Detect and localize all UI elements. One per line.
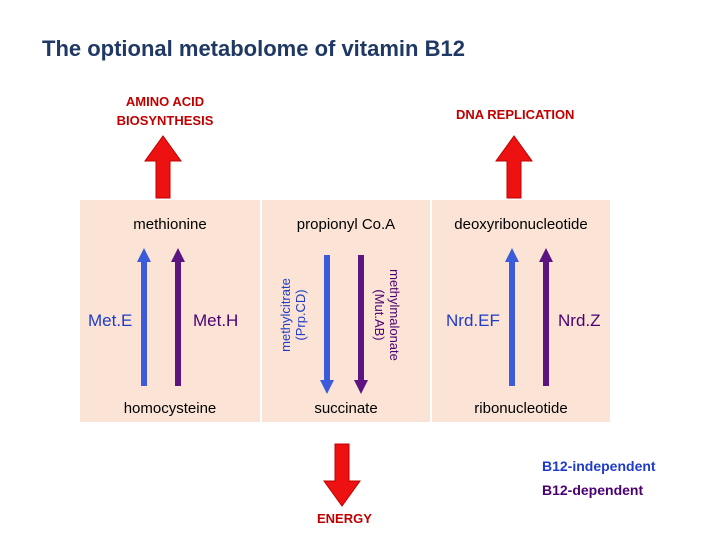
- methylmalonate-arrow: [354, 255, 368, 394]
- methylcitrate-line1: methylcitrate: [278, 278, 293, 352]
- legend-b12-independent: B12-independent: [542, 458, 656, 474]
- homocysteine-label: homocysteine: [123, 400, 217, 417]
- amino-acid-biosynthesis-label: AMINO ACID BIOSYNTHESIS: [100, 92, 230, 130]
- energy-label: ENERGY: [317, 511, 372, 526]
- ribonucleotide-label: ribonucleotide: [474, 400, 568, 417]
- nrd-z-arrow: [539, 248, 553, 386]
- methionine-label: methionine: [133, 216, 207, 233]
- met-h-arrow: [171, 248, 185, 386]
- methylcitrate-line2: (Prp.CD): [293, 289, 308, 341]
- met-e-label: Met.E: [88, 311, 133, 330]
- methionine-panel: [80, 200, 260, 422]
- propionyl-panel: [262, 200, 430, 422]
- met-e-arrow: [137, 248, 151, 386]
- methylcitrate-arrow: [320, 255, 334, 394]
- nrd-ef-label: Nrd.EF: [446, 311, 500, 330]
- dna-replication-output-arrow: [495, 135, 533, 199]
- amino-acid-line1: AMINO ACID: [125, 94, 205, 109]
- legend-b12-dependent: B12-dependent: [542, 482, 644, 498]
- methylcitrate-label: methylcitrate (Prp.CD): [278, 260, 308, 370]
- nucleotide-panel: [432, 200, 610, 422]
- amino-acid-output-arrow: [144, 135, 182, 199]
- energy-output-arrow: [323, 443, 361, 507]
- propionyl-coa-label: propionyl Co.A: [296, 216, 396, 233]
- amino-acid-line2: BIOSYNTHESIS: [116, 113, 214, 128]
- deoxyribonucleotide-label: deoxyribonucleotide: [454, 216, 588, 233]
- methylmalonate-line2: (Mut.AB): [372, 289, 387, 341]
- dna-replication-label: DNA REPLICATION: [456, 107, 575, 122]
- methylmalonate-label: methylmalonate (Mut.AB): [372, 255, 402, 375]
- methylmalonate-line1: methylmalonate: [387, 269, 402, 361]
- nrd-z-label: Nrd.Z: [558, 311, 601, 330]
- page-title: The optional metabolome of vitamin B12: [42, 36, 465, 61]
- succinate-label: succinate: [314, 400, 378, 417]
- nrd-ef-arrow: [505, 248, 519, 386]
- met-h-label: Met.H: [193, 311, 239, 330]
